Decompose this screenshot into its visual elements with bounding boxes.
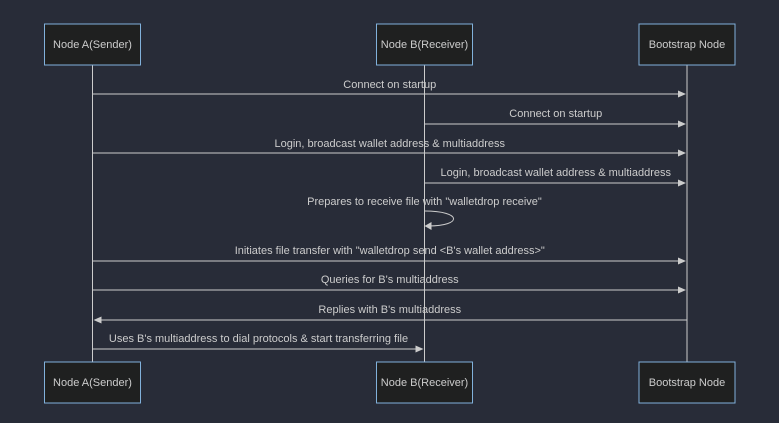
- arrowhead: [678, 179, 686, 187]
- message-9: Uses B's multiaddress to dial protocols …: [92, 333, 424, 353]
- message-label: Connect on startup: [343, 79, 436, 91]
- self-loop-line: [424, 210, 454, 227]
- message-label: Prepares to receive file with "walletdro…: [307, 196, 542, 208]
- actor-box: [44, 23, 141, 66]
- message-label: Connect on startup: [509, 108, 602, 120]
- actor-box: [44, 361, 141, 404]
- actor-box: [376, 361, 473, 404]
- message-1: Connect on startup: [92, 79, 686, 98]
- message-label: Replies with B's multiaddress: [318, 304, 461, 316]
- arrowhead: [678, 149, 686, 157]
- actor-box: [638, 23, 736, 66]
- actor-a-bottom: Node A(Sender): [44, 361, 141, 404]
- actor-label: Node A(Sender): [53, 377, 132, 389]
- arrowhead: [678, 90, 686, 98]
- actor-box: [638, 361, 736, 404]
- message-6: Initiates file transfer with "walletdrop…: [92, 245, 686, 265]
- arrowhead: [424, 222, 432, 230]
- arrowhead: [93, 316, 102, 324]
- actor-label: Node A(Sender): [53, 39, 132, 51]
- actor-b-top: Node B(Receiver): [376, 23, 473, 66]
- arrowhead: [415, 345, 424, 353]
- actor-a-top: Node A(Sender): [44, 23, 141, 66]
- actor-b-bottom: Node B(Receiver): [376, 361, 473, 404]
- message-8: Replies with B's multiaddress: [93, 304, 687, 324]
- message-label: Uses B's multiaddress to dial protocols …: [109, 333, 408, 345]
- actor-bs-top: Bootstrap Node: [638, 23, 736, 66]
- message-label: Login, broadcast wallet address & multia…: [440, 167, 671, 179]
- actor-label: Node B(Receiver): [381, 377, 468, 389]
- message-label: Queries for B's multiaddress: [321, 274, 459, 286]
- actors: Node A(Sender) Node A(Sender) Node B(Recei…: [44, 23, 736, 404]
- actor-label: Bootstrap Node: [649, 377, 725, 389]
- actor-label: Bootstrap Node: [649, 39, 725, 51]
- message-5: Prepares to receive file with "walletdro…: [307, 196, 542, 230]
- message-label: Login, broadcast wallet address & multia…: [274, 138, 505, 150]
- arrowhead: [678, 257, 686, 265]
- arrowhead: [678, 120, 686, 128]
- actor-label: Node B(Receiver): [381, 39, 468, 51]
- message-7: Queries for B's multiaddress: [92, 274, 686, 294]
- message-label: Initiates file transfer with "walletdrop…: [235, 245, 545, 257]
- message-3: Login, broadcast wallet address & multia…: [92, 138, 686, 157]
- message-4: Login, broadcast wallet address & multia…: [424, 167, 686, 187]
- actor-box: [376, 23, 473, 66]
- arrowhead: [678, 286, 686, 294]
- actor-bs-bottom: Bootstrap Node: [638, 361, 736, 404]
- message-2: Connect on startup: [424, 108, 686, 128]
- lifelines: [92, 65, 688, 362]
